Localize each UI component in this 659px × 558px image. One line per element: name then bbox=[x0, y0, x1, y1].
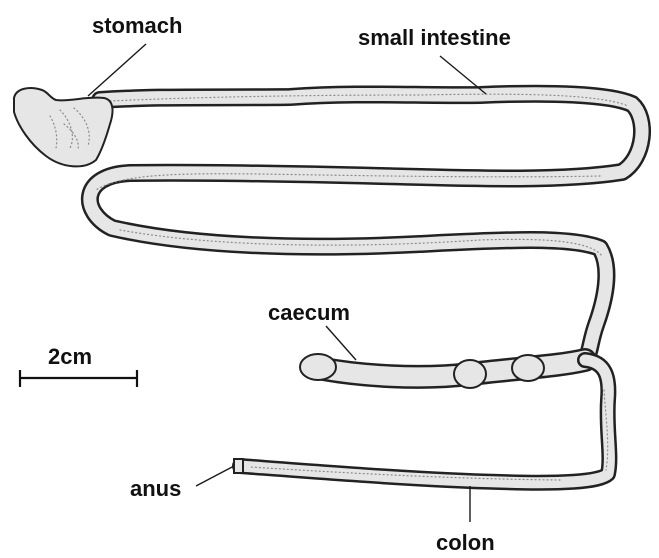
small-intestine bbox=[90, 94, 642, 360]
scale-bar-label: 2cm bbox=[48, 344, 92, 369]
anus-leader bbox=[196, 466, 234, 486]
scale-bar: 2cm bbox=[20, 344, 137, 387]
caecum-organ bbox=[300, 354, 585, 388]
anus-label: anus bbox=[130, 476, 181, 501]
caecum-leader bbox=[326, 326, 356, 360]
stomach-leader bbox=[88, 44, 146, 96]
colon-label: colon bbox=[436, 530, 495, 555]
small-intestine-label: small intestine bbox=[358, 25, 511, 50]
stomach-label: stomach bbox=[92, 13, 182, 38]
caecum-label: caecum bbox=[268, 300, 350, 325]
stomach-organ bbox=[14, 88, 112, 166]
